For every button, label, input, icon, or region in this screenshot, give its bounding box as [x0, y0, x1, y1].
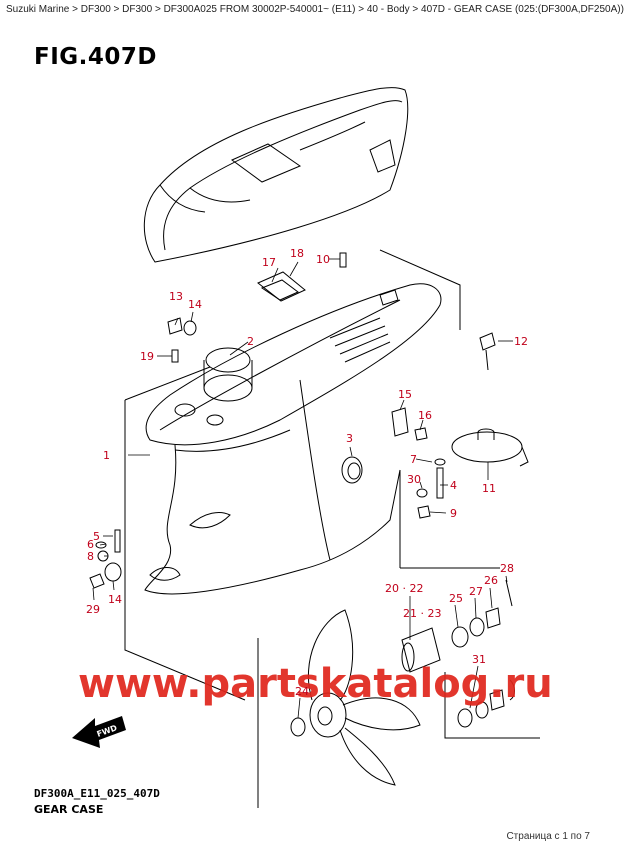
callout-26: 26 [484, 574, 498, 587]
callout-11: 11 [482, 482, 496, 495]
callout-12: 12 [514, 335, 528, 348]
callout-17: 17 [262, 256, 276, 269]
callout-31: 31 [472, 653, 486, 666]
callout-7: 7 [410, 453, 417, 466]
callout-9: 9 [450, 507, 457, 520]
breadcrumb: Suzuki Marine > DF300 > DF300 > DF300A02… [6, 4, 624, 15]
callout-19: 19 [140, 350, 154, 363]
callout-10: 10 [316, 253, 330, 266]
callout-28: 28 [500, 562, 514, 575]
callout-27: 27 [469, 585, 483, 598]
gear-case-drawing [144, 283, 442, 595]
callout-15: 15 [398, 388, 412, 401]
callout-13: 13 [169, 290, 183, 303]
callout-6: 6 [87, 538, 94, 551]
callout-20-22: 20 · 22 [385, 582, 424, 595]
callout-24: 24 [295, 685, 309, 698]
callout-3: 3 [346, 432, 353, 445]
callout-numbers: 1 2 3 4 5 6 7 8 9 10 11 12 13 14 15 16 1… [86, 247, 528, 698]
page-counter: Страница с 1 по 7 [506, 831, 590, 842]
callout-5: 5 [93, 530, 100, 543]
assembly-outline [124, 249, 500, 701]
callout-30: 30 [407, 473, 421, 486]
callout-29: 29 [86, 603, 100, 616]
callout-2: 2 [247, 335, 254, 348]
top-cover-drawing [143, 87, 409, 263]
callout-16: 16 [418, 409, 432, 422]
callout-14: 14 [188, 298, 202, 311]
fwd-arrow-icon: FWD [72, 716, 126, 748]
small-parts-drawing [89, 252, 540, 808]
watermark: www.partskatalog.ru [78, 661, 553, 707]
callout-4: 4 [450, 479, 457, 492]
callout-14-lower: 14 [108, 593, 122, 606]
callout-18: 18 [290, 247, 304, 260]
figure-title: FIG.407D [34, 44, 157, 70]
diagram-code: DF300A_E11_025_407D [34, 787, 160, 800]
gear-case-diagram: FWD www.partskatalog.ru 1 2 3 4 5 6 7 8 … [72, 87, 553, 808]
callout-8: 8 [87, 550, 94, 563]
callout-1: 1 [103, 449, 110, 462]
diagram-name: GEAR CASE [34, 803, 104, 816]
callout-21-23: 21 · 23 [403, 607, 442, 620]
leader-lines [92, 258, 513, 719]
callout-25: 25 [449, 592, 463, 605]
